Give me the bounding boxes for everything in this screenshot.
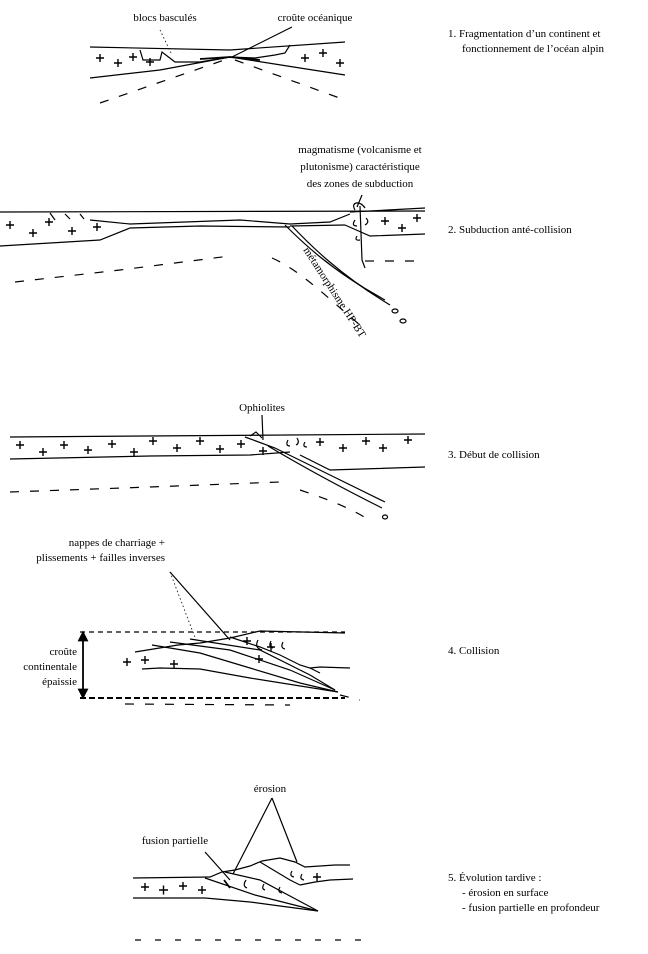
label-metamorphisme-hp-bt: métamorphisme HP-BT [300,245,368,340]
leader-line [232,797,298,875]
label-croute-epaissie: continentale [23,661,77,673]
stage-1-caption: fonctionnement de l’océan alpin [462,43,605,55]
leader-line [261,414,264,441]
label-fusion-partielle: fusion partielle [142,835,208,847]
label-croute-epaissie: épaissie [42,676,77,688]
continental-crust-crosses [123,637,275,668]
label-ophiolites: Ophiolites [239,402,285,414]
stage-3-debut-collision: Ophiolites 3. Début de collision [9,402,540,523]
leader-line [169,571,231,641]
stage-2-subduction: magmatisme (volcanisme et plutonisme) ca… [0,144,572,340]
leader-line [159,29,173,56]
label-magmatisme: magmatisme (volcanisme et [298,144,421,156]
leader-line [169,571,197,641]
label-croute-oceanique: croûte océanique [278,12,353,24]
stage-5-caption: - fusion partielle en profondeur [462,902,600,914]
stage-5-caption: - érosion en surface [462,887,549,899]
stage-1-rifting: blocs basculés croûte océanique 1. Fragm… [89,12,605,104]
label-nappes: plissements + failles inverses [36,552,165,564]
stage-3-caption: 3. Début de collision [448,449,540,461]
continental-crust-crosses [141,873,321,895]
continental-crust-crosses [16,436,412,456]
stage-2-caption: 2. Subduction anté-collision [448,224,572,236]
leader-line [204,851,231,881]
continental-crust-crosses [6,214,421,237]
stage-4-caption: 4. Collision [448,645,500,657]
label-erosion: érosion [254,783,287,795]
label-croute-epaissie: croûte [50,646,78,658]
stage-5-caption: 5. Évolution tardive : [448,872,541,884]
label-magmatisme: plutonisme) caractéristique [300,161,420,173]
label-blocs-bascules: blocs basculés [133,12,196,24]
continental-crust-crosses [96,49,344,67]
label-magmatisme: des zones de subduction [307,178,414,190]
stage-1-caption: 1. Fragmentation d’un continent et [448,28,600,40]
leader-line [231,26,293,58]
stage-4-collision: nappes de charriage + plissements + fail… [23,537,500,706]
stage-5-evolution-tardive: érosion fusion partielle 5. Évolution ta… [132,783,600,941]
label-nappes: nappes de charriage + [69,537,165,549]
